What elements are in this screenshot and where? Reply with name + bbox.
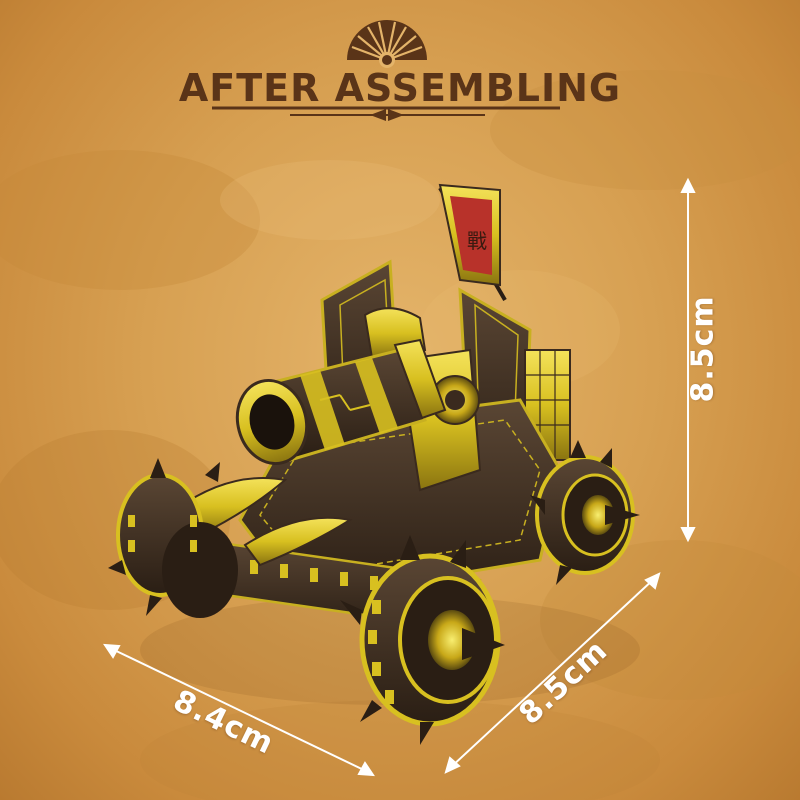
war-banner: 戰 — [438, 183, 507, 302]
page-title: AFTER ASSEMBLING — [178, 66, 622, 110]
wheel-back-right — [530, 440, 640, 585]
banner-glyph: 戰 — [467, 229, 487, 253]
wheel-front-right — [340, 535, 505, 745]
height-dimension-label: 8.5cm — [685, 295, 721, 403]
wheel-back-left — [108, 458, 238, 618]
cannon-barrel — [235, 338, 447, 466]
header-ornament — [212, 20, 560, 121]
